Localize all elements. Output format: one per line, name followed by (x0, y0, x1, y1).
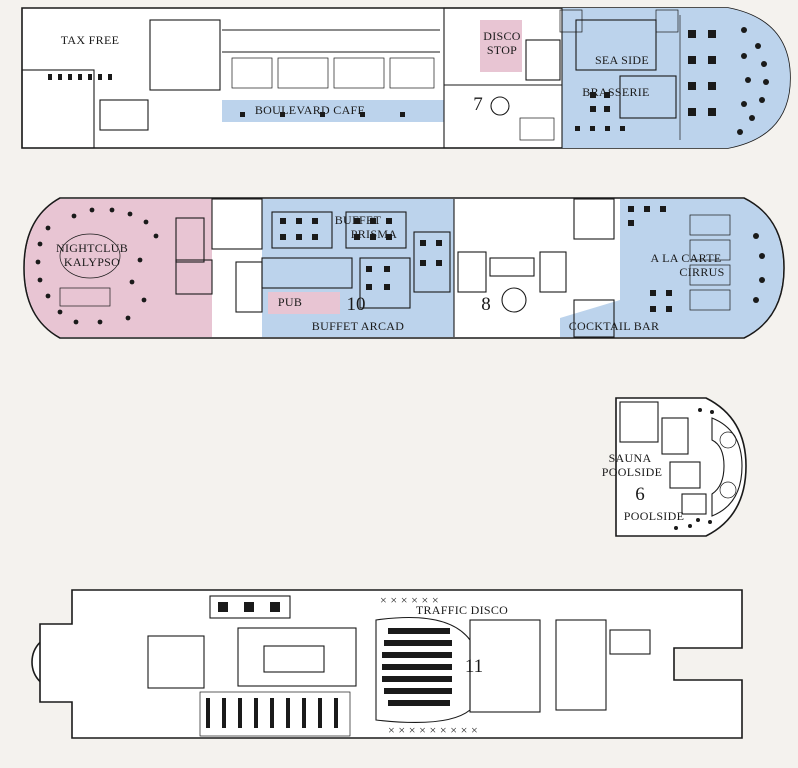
deck-8-seating (35, 206, 765, 325)
pub-label: PUB (278, 295, 302, 309)
deck-6-structure (619, 401, 743, 517)
disco-stop-label-line2: STOP (487, 43, 517, 57)
deck-7-structure (21, 7, 681, 149)
brasserie-label: BRASSERIE (582, 85, 649, 99)
deck-11-number: 11 (465, 656, 483, 677)
deck-8-mark-10: 10 (347, 294, 366, 315)
deck-6: SAUNA POOLSIDE 6 POOLSIDE (602, 397, 747, 537)
disco-stop-zone (480, 20, 522, 72)
poolside-label: POOLSIDE (624, 509, 684, 523)
sauna-poolside-label-line1: SAUNA (609, 451, 652, 465)
a-la-carte-cirrus-label-line2: CIRRUS (679, 265, 724, 279)
deck-11: × × × × × × × × × × × × × × × TRAFFIC DI… (31, 589, 743, 739)
cocktail-bar-label: COCKTAIL BAR (569, 319, 660, 333)
deck-8-number: 8 (481, 294, 491, 315)
deck-7-number: 7 (473, 94, 483, 115)
deck-11-structure (147, 595, 651, 737)
nightclub-kalypso-label-line1: NIGHTCLUB (56, 241, 128, 255)
nightclub-kalypso-zone (25, 199, 212, 337)
deck-6-seating (674, 408, 714, 530)
deck-11-seating: × × × × × × × × × × × × × × × (206, 593, 478, 737)
deck-6-number: 6 (635, 484, 645, 505)
buffet-prisma-label-line2: PRISMA (351, 227, 398, 241)
boulevard-cafe-zone (222, 100, 444, 122)
svg-text:× × × × × × × × ×: × × × × × × × × × (388, 723, 478, 737)
a-la-carte-cirrus-zone (560, 199, 783, 337)
buffet-prisma-label-line1: BUFFET (335, 213, 382, 227)
traffic-disco-label: TRAFFIC DISCO (416, 603, 508, 617)
deck-6-hull (615, 397, 747, 537)
buffet-arcad-label: BUFFET ARCAD (312, 319, 404, 333)
sauna-poolside-label-line2: POOLSIDE (602, 465, 662, 479)
deck-8: NIGHTCLUB KALYPSO BUFFET PRISMA PUB BUFF… (23, 197, 785, 339)
a-la-carte-cirrus-label-line1: A LA CARTE (651, 251, 722, 265)
tax-free-label: TAX FREE (61, 33, 119, 47)
svg-text:× × × × × ×: × × × × × × (380, 593, 439, 607)
nightclub-kalypso-label-line2: KALYPSO (64, 255, 120, 269)
boulevard-cafe-label: BOULEVARD CAFE (255, 103, 365, 117)
deck-8-structure (59, 198, 731, 338)
sea-side-label: SEA SIDE (595, 53, 649, 67)
deck-7: TAX FREE BOULEVARD CAFE DISCO STOP SEA S… (21, 7, 791, 149)
deck-7-seating (48, 27, 769, 135)
pub-zone (268, 292, 340, 314)
disco-stop-label-line1: DISCO (483, 29, 521, 43)
